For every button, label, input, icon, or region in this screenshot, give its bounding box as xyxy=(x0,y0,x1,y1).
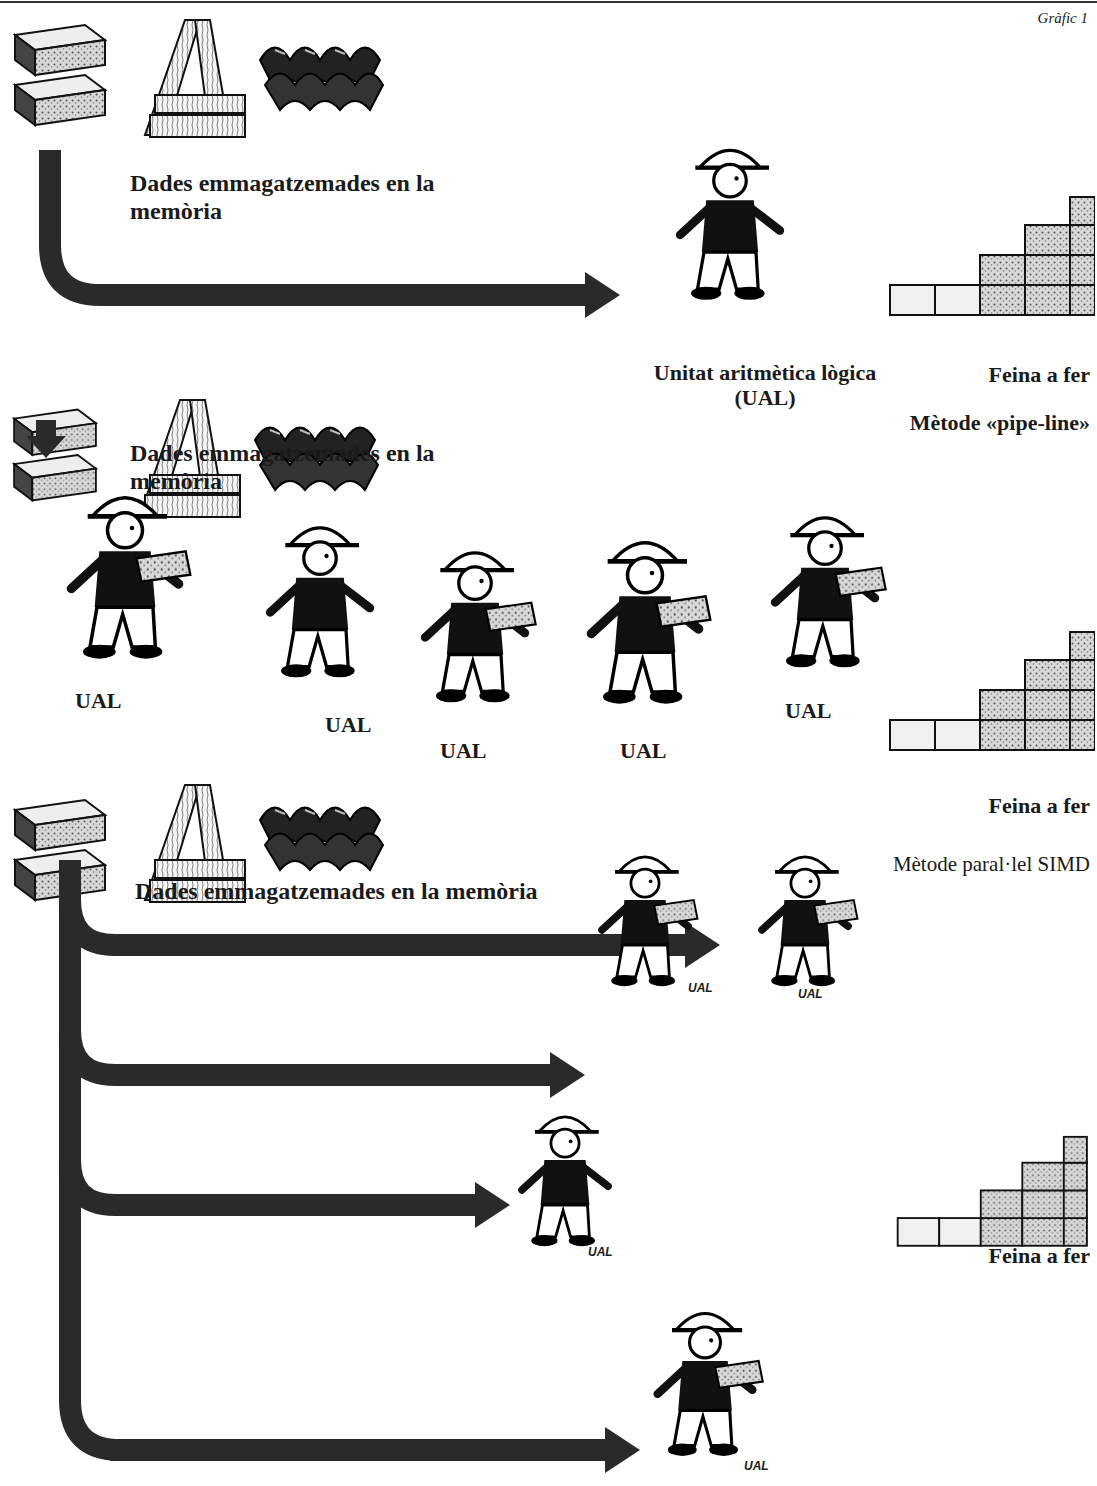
data-caption: Dades emmagatzemades en la memòria xyxy=(130,170,490,225)
brick-wall xyxy=(890,197,1095,315)
alu-label: UAL xyxy=(75,688,145,713)
materials xyxy=(15,20,383,137)
brick-wall xyxy=(898,1137,1087,1246)
alu-label: UAL xyxy=(688,982,728,996)
data-arrow xyxy=(50,150,620,318)
alu-label: UAL xyxy=(588,1246,628,1260)
method-title: Mètode paral·lel SIMD xyxy=(740,852,1090,876)
brick-wall xyxy=(890,632,1095,750)
alu-label: UAL xyxy=(744,1460,784,1474)
simd-workers xyxy=(522,857,858,1456)
alu-label: UAL xyxy=(325,712,395,737)
alu-label: UAL xyxy=(440,738,510,763)
task-caption: Feina a fer xyxy=(940,1243,1090,1268)
task-caption: Feina a fer xyxy=(940,362,1090,387)
method-title: Mètode «pipe-line» xyxy=(760,410,1090,435)
data-arrow xyxy=(26,420,66,458)
task-caption: Feina a fer xyxy=(940,793,1090,818)
alu-label: UAL xyxy=(620,738,690,763)
pipeline-workers xyxy=(71,498,885,704)
alu-worker xyxy=(680,150,780,299)
figure-number: Gràfic 1 xyxy=(960,10,1088,27)
data-caption: Dades emmagatzemades en la memòria xyxy=(130,440,490,495)
data-caption: Dades emmagatzemades en la memòria xyxy=(135,878,755,906)
alu-caption: Unitat aritmètica lògica (UAL) xyxy=(640,360,890,411)
alu-label: UAL xyxy=(798,988,838,1002)
alu-label: UAL xyxy=(785,698,855,723)
